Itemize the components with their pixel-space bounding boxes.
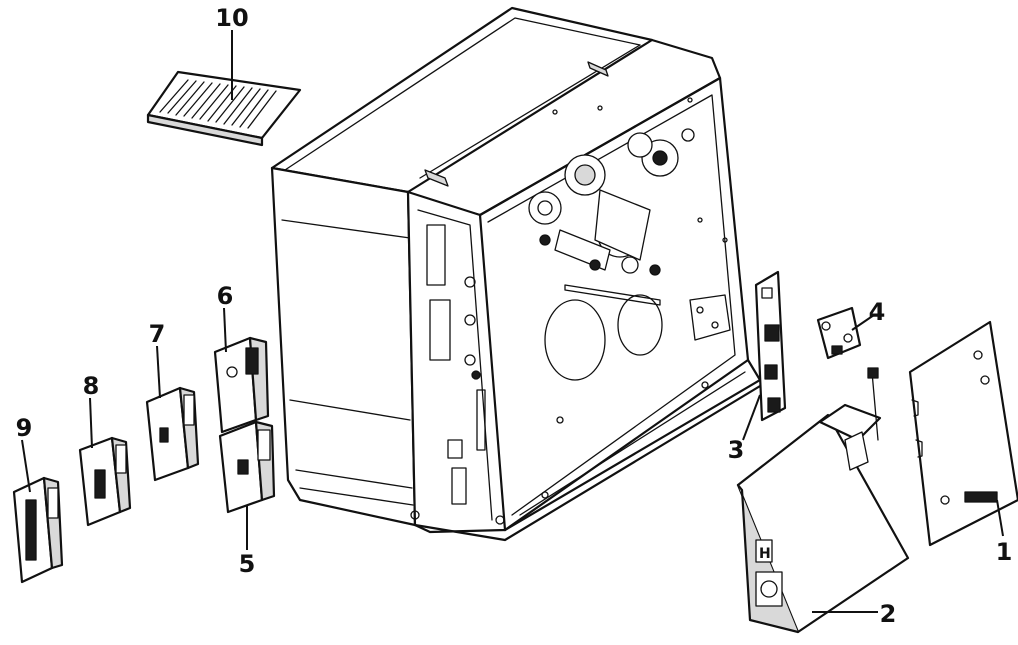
- printer-chassis: [270, 6, 772, 542]
- part-2-power-supply: H: [736, 367, 910, 634]
- part-3-connector-board: [754, 270, 787, 422]
- part-8-serial-module: [78, 436, 132, 527]
- callout-4: 4: [869, 298, 886, 326]
- part-4-small-board: [816, 306, 862, 360]
- part-1-main-board: [908, 320, 1018, 547]
- part-7-usb-module: [145, 386, 200, 482]
- part-6-interface-module: [213, 336, 270, 434]
- callout-3: 3: [728, 436, 745, 464]
- callout-1: 1: [996, 538, 1013, 566]
- callout-10: 10: [215, 4, 248, 32]
- leader-lines: [21, 30, 1004, 613]
- callout-5: 5: [239, 550, 256, 578]
- callout-8: 8: [83, 372, 100, 400]
- part-5-interface-module: [218, 420, 276, 514]
- print-mechanism: [528, 128, 695, 276]
- part-9-parallel-module: [12, 476, 64, 584]
- part-10-vent-cover: [146, 70, 302, 147]
- svg-text:H: H: [759, 546, 771, 562]
- callout-9: 9: [16, 414, 33, 442]
- callout-labels: 10 9 8 7 6 5 4 3 2 1: [16, 4, 1013, 628]
- callout-6: 6: [217, 282, 234, 310]
- callout-7: 7: [149, 320, 166, 348]
- callout-2: 2: [880, 600, 897, 628]
